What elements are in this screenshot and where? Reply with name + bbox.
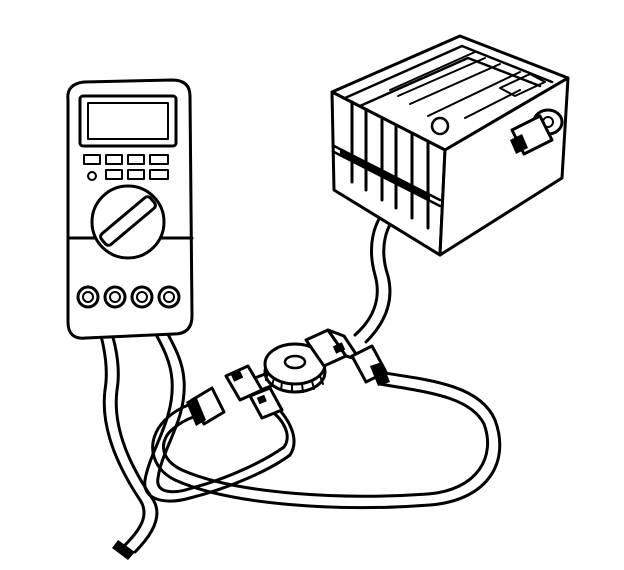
crimp-connector-bottom bbox=[248, 386, 284, 420]
rotary-selector-knob bbox=[90, 184, 166, 260]
thumbwheel bbox=[263, 342, 327, 394]
multimeter-function-buttons bbox=[83, 154, 169, 181]
battery-terminal-clamp bbox=[510, 108, 564, 156]
battery bbox=[330, 34, 570, 257]
multimeter bbox=[66, 78, 194, 340]
multimeter-display bbox=[78, 94, 178, 148]
battery-cell-ribs bbox=[332, 100, 442, 230]
harness-boot-right bbox=[350, 344, 390, 386]
harness-boot-left bbox=[186, 386, 226, 426]
battery-top-cover bbox=[343, 44, 554, 136]
input-jacks bbox=[76, 285, 181, 309]
multimeter-lead-red bbox=[138, 298, 296, 503]
test-harness bbox=[186, 328, 390, 426]
harness-loop-wire bbox=[151, 370, 502, 510]
multimeter-lead-black bbox=[88, 298, 159, 560]
